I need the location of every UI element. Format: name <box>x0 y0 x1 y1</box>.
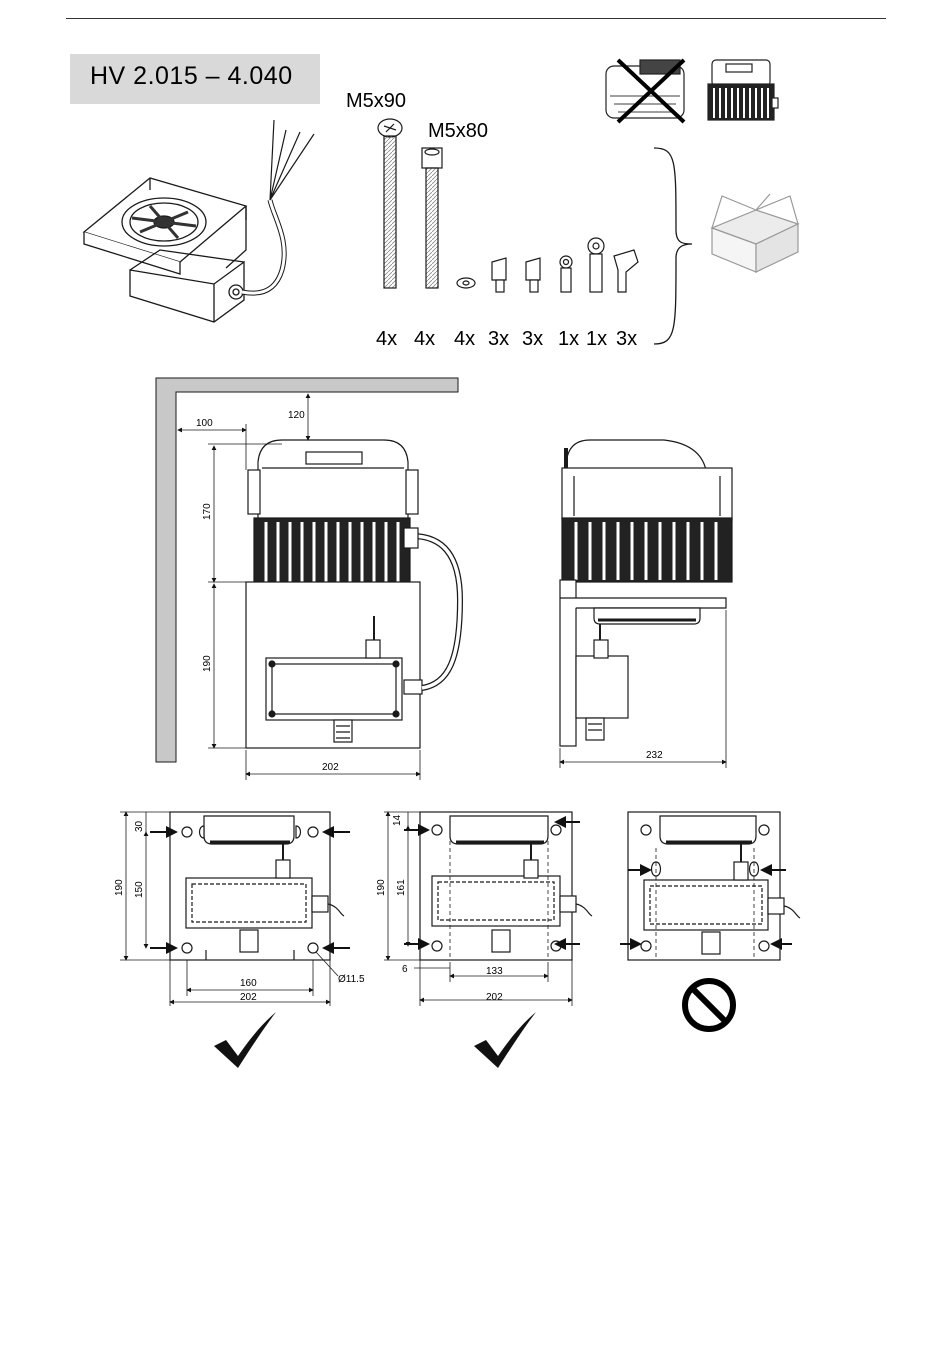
option-b-side-offset: 6 <box>402 964 408 975</box>
prohibited-icon <box>685 981 733 1029</box>
motor-icon-right <box>708 60 778 120</box>
dim-plate-width: 202 <box>322 762 339 773</box>
motor-bracket-perspective <box>84 120 314 322</box>
mounting-option-c <box>628 812 800 960</box>
option-b-top-offset: 14 <box>392 814 403 826</box>
screw-m5x90 <box>378 119 402 288</box>
motor-front-view <box>246 440 460 748</box>
option-a-width: 202 <box>240 992 257 1003</box>
option-b-height: 190 <box>376 879 387 896</box>
kit-small-parts <box>457 238 638 292</box>
dim-side-depth: 232 <box>646 750 663 761</box>
mounting-option-a <box>170 812 344 960</box>
option-a-hole-dia: Ø11.5 <box>338 974 365 985</box>
motor-side-view <box>560 440 732 746</box>
option-b-spacing-h: 133 <box>486 966 503 977</box>
screw-m5x80 <box>422 148 442 288</box>
check-icon <box>214 1012 276 1068</box>
dim-top-gap: 120 <box>288 410 305 421</box>
kit-brace <box>654 148 692 344</box>
box-icon <box>712 194 798 272</box>
option-a-spacing-h: 160 <box>240 978 257 989</box>
option-b-spacing-v: 161 <box>396 879 407 896</box>
option-a-height: 190 <box>114 879 125 896</box>
dim-plate-height: 190 <box>202 655 213 672</box>
dim-side-gap: 100 <box>196 418 213 429</box>
option-a-spacing-v: 150 <box>134 881 145 898</box>
option-a-top-offset: 30 <box>134 820 145 832</box>
option-b-width: 202 <box>486 992 503 1003</box>
mounting-option-b <box>420 812 592 960</box>
dim-motor-height: 170 <box>202 503 213 520</box>
check-icon <box>474 1012 536 1068</box>
